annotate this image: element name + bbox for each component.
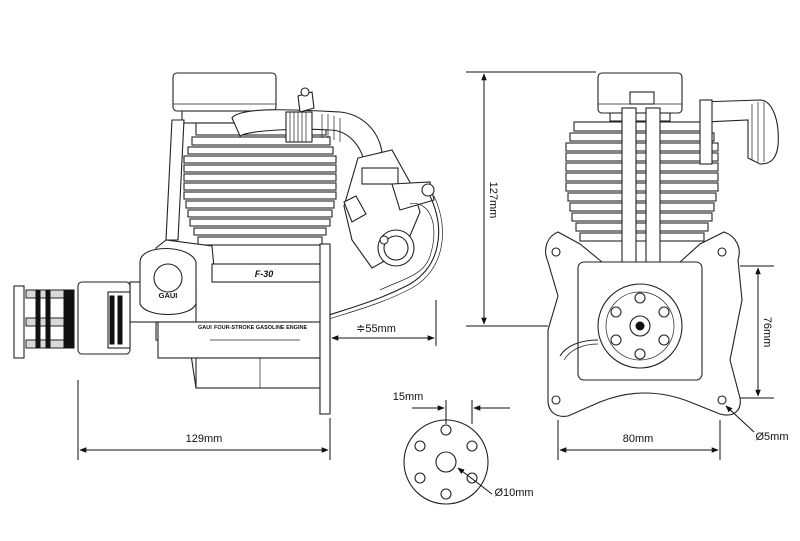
side-length-label: 129mm [186,433,223,445]
hub-offset-label: 15mm [393,391,424,403]
hub-detail-view: 15mm Ø10mm [393,391,534,505]
mount-hole-label: Ø5mm [756,431,789,443]
side-dimensions: 129mm ≑55mm [77,300,437,460]
front-dimensions: 127mm 76mm 80mm Ø5mm [466,71,789,460]
front-view [545,72,779,417]
side-view: GAUI F-30 FOUR-STROKE GASOLINE ENGINE GA… [13,72,443,415]
side-cylinder-fins [183,122,337,246]
muffler-offset-label: ≑55mm [356,323,396,335]
mount-height-label: 76mm [761,317,773,348]
carburetor [343,149,435,291]
description-logo: GAUI [198,325,212,331]
exhaust-threads [285,111,341,143]
engine-description: FOUR-STROKE GASOLINE ENGINE [214,325,308,331]
height-label: 127mm [487,182,499,219]
hub-bore-label: Ø10mm [494,487,533,499]
front-cylinder-fins [565,121,719,242]
side-logo: GAUI [159,291,178,300]
mount-width-label: 80mm [623,433,654,445]
model-badge: F-30 [255,269,274,279]
propeller-hub [13,281,131,359]
